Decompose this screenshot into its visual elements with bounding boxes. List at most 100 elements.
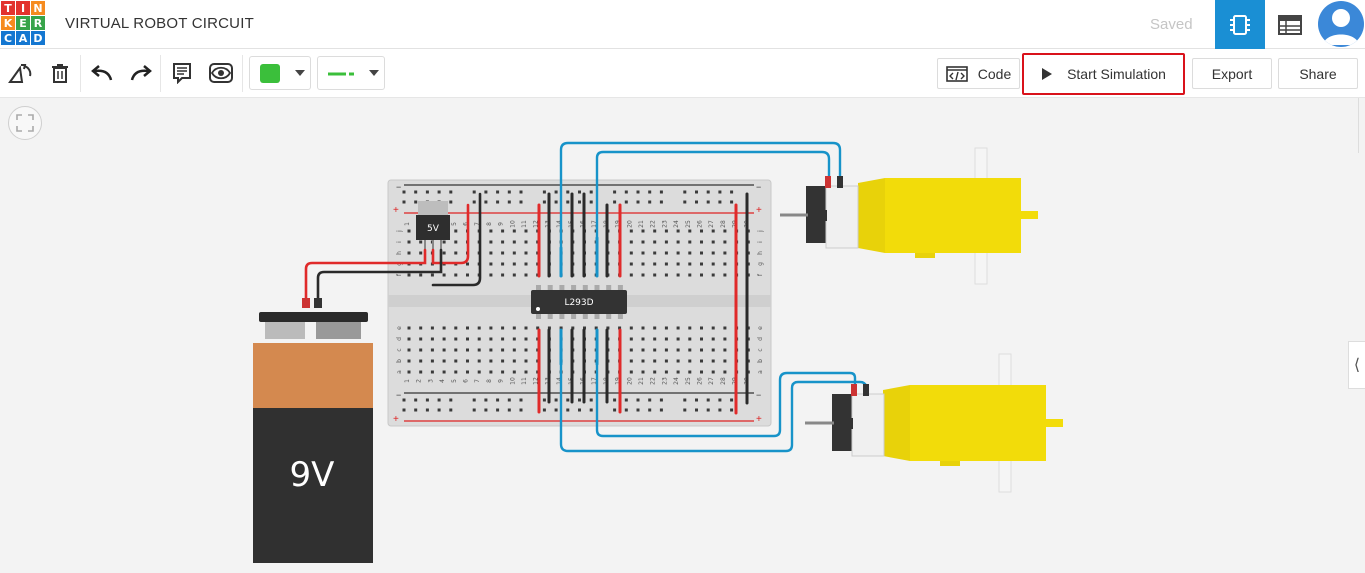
row-letter: g	[757, 262, 764, 266]
wire-type-dropdown[interactable]	[317, 56, 385, 90]
battery-label: 9V	[290, 455, 335, 495]
chip-pin[interactable]	[536, 285, 541, 290]
logo-letter: C	[1, 31, 15, 45]
column-number: 25	[685, 220, 692, 228]
chip-pin[interactable]	[559, 314, 565, 319]
column-number: 17	[591, 377, 598, 385]
user-avatar[interactable]	[1318, 1, 1364, 47]
chip-pin[interactable]	[547, 285, 553, 290]
column-number: 10	[509, 220, 516, 228]
color-picker-dropdown[interactable]	[249, 56, 311, 90]
row-letter: c	[757, 348, 764, 351]
code-button-label: Code	[977, 65, 1012, 82]
chip-pin[interactable]	[617, 285, 623, 290]
voltage-regulator[interactable]: 5V	[416, 201, 450, 250]
logo-letter: N	[31, 1, 45, 15]
column-number: 27	[708, 377, 715, 385]
column-number: 28	[720, 377, 727, 385]
circuit-diagram[interactable]: 1122334455667788991010111112121313141415…	[0, 98, 1100, 573]
power-wires[interactable]	[304, 192, 482, 305]
toolbar-divider	[242, 55, 243, 92]
row-letter: i	[757, 241, 764, 243]
jumper-wires[interactable]	[537, 192, 749, 415]
column-number: 8	[486, 222, 493, 226]
column-number: 19	[615, 377, 622, 385]
chip-label: L293D	[564, 298, 593, 308]
chip-pin[interactable]	[571, 314, 577, 319]
circuit-view-button[interactable]	[1215, 0, 1265, 49]
column-number: 23	[661, 220, 668, 228]
chip-pin[interactable]	[547, 314, 553, 319]
export-label: Export	[1211, 65, 1253, 82]
visibility-button[interactable]	[209, 61, 233, 85]
redo-button[interactable]	[129, 61, 153, 85]
l293d-chip[interactable]: L293D	[531, 285, 627, 319]
chip-pin[interactable]	[606, 285, 612, 290]
logo-letter: I	[16, 1, 30, 15]
delete-button[interactable]	[48, 61, 72, 85]
row-letter: h	[757, 251, 764, 255]
row-letter: f	[396, 273, 403, 276]
rail-minus-label: −	[756, 390, 761, 400]
row-letter: e	[396, 326, 403, 330]
column-number: 20	[626, 377, 633, 385]
share-button[interactable]: Share	[1278, 58, 1358, 89]
chip-pin[interactable]	[582, 314, 588, 319]
dc-motor-top[interactable]	[780, 147, 1038, 285]
start-simulation-label: Start Simulation	[1067, 66, 1166, 82]
chip-pin[interactable]	[606, 314, 612, 319]
chip-pin[interactable]	[594, 314, 600, 319]
column-number: 25	[685, 377, 692, 385]
toolbar-divider	[160, 55, 161, 92]
chip-pin[interactable]	[582, 285, 588, 290]
chip-pin[interactable]	[571, 285, 577, 290]
notes-icon	[173, 63, 191, 84]
zoom-to-fit-button[interactable]	[8, 106, 42, 140]
rail-minus-label: −	[396, 390, 401, 400]
chevron-left-icon: ⟨	[1353, 357, 1361, 374]
component-list-button[interactable]	[1265, 0, 1315, 49]
column-number: 5	[451, 222, 458, 226]
column-number: 6	[463, 222, 470, 226]
chip-pin[interactable]	[536, 314, 541, 319]
chip-pin[interactable]	[594, 285, 600, 290]
column-number: 26	[697, 220, 704, 228]
project-title[interactable]: VIRTUAL ROBOT CIRCUIT	[65, 15, 254, 32]
chip-pin[interactable]	[559, 285, 565, 290]
code-button[interactable]: Code	[937, 58, 1020, 89]
panel-edge	[1358, 98, 1365, 153]
row-letter: j	[757, 230, 764, 233]
column-number: 3	[427, 379, 434, 383]
row-letter: h	[396, 251, 403, 255]
export-button[interactable]: Export	[1192, 58, 1272, 89]
expand-panel-tab[interactable]: ⟨	[1348, 341, 1365, 389]
eye-icon	[209, 63, 233, 83]
wire-style-icon	[328, 72, 354, 76]
battery-9v[interactable]: 9V	[253, 298, 373, 563]
row-letter: d	[396, 337, 403, 341]
rail-plus-label: +	[393, 414, 399, 425]
rotate-button[interactable]	[8, 61, 32, 85]
undo-button[interactable]	[90, 61, 114, 85]
column-number: 8	[486, 379, 493, 383]
logo-letter: R	[31, 16, 45, 30]
regulator-label: 5V	[427, 224, 440, 234]
toolbar-divider	[80, 55, 81, 92]
chip-pin[interactable]	[617, 314, 623, 319]
logo-letter: A	[16, 31, 30, 45]
start-simulation-button[interactable]: Start Simulation	[1022, 53, 1185, 95]
column-number: 23	[661, 377, 668, 385]
column-number: 11	[521, 377, 528, 385]
logo-letter: T	[1, 1, 15, 15]
column-number: 27	[708, 220, 715, 228]
circuit-canvas[interactable]: ⟨ 11223344556677889910101111121213131414…	[0, 98, 1365, 573]
row-letter: a	[396, 370, 403, 374]
row-letter: d	[757, 337, 764, 341]
row-letter: c	[396, 348, 403, 351]
column-number: 22	[650, 220, 657, 228]
motor-wires[interactable]	[559, 141, 868, 453]
notes-button[interactable]	[170, 61, 194, 85]
column-number: 24	[673, 220, 680, 228]
dc-motor-bottom[interactable]	[805, 353, 1063, 493]
